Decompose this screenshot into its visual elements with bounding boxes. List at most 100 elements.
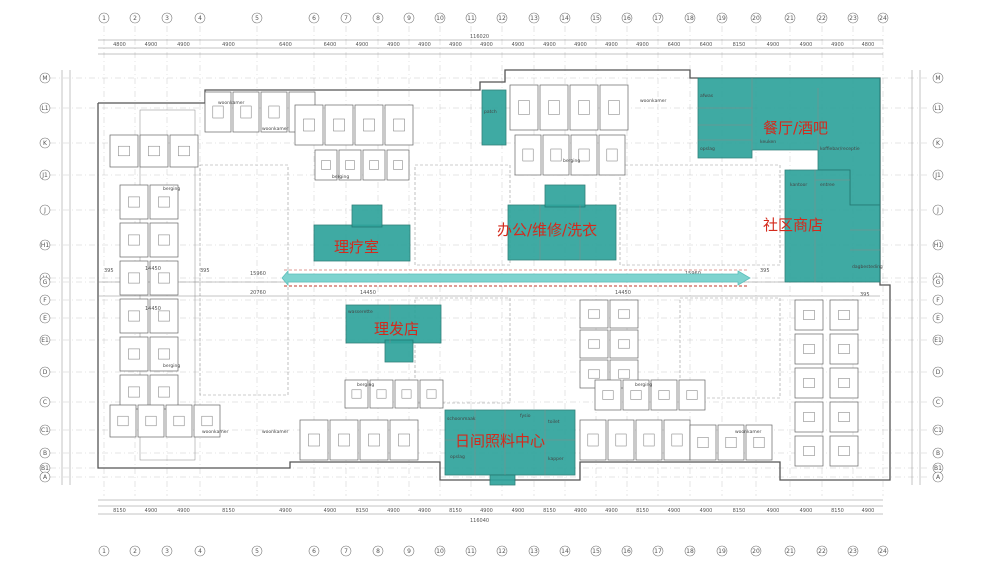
dim-top-bay: 8150 — [733, 42, 746, 48]
bath-fixture — [803, 412, 815, 422]
bath-fixture — [173, 415, 185, 427]
dim-top-bay: 4800 — [113, 42, 126, 48]
zone-barber — [345, 304, 442, 344]
dim-bottom-bay: 4900 — [324, 508, 337, 514]
room — [149, 298, 179, 334]
label-woonkamer-5: woonkamer — [262, 429, 288, 435]
grid-row-label: J — [936, 207, 939, 214]
grid-row-label: E1 — [934, 337, 942, 344]
dim-top-bay: 4900 — [605, 42, 618, 48]
bath-fixture — [426, 389, 437, 399]
grid-col-label: 17 — [654, 15, 662, 22]
bath-fixture — [240, 105, 252, 119]
corridor-dims: 15960 20760 15960 14450 14450 14450 1445… — [104, 266, 870, 312]
bath-fixture — [618, 339, 630, 349]
grid-col-label: 9 — [407, 15, 411, 22]
grid-row-label: H1 — [934, 242, 943, 249]
dim-bottom-bay: 8150 — [831, 508, 844, 514]
row-grid: MML1L1KKJ1J1JJH1H1HHGGFFEEE1E1DDCCC1C1BB… — [39, 72, 944, 483]
grid-col-label: 15 — [592, 548, 600, 555]
grid-col-label: 24 — [879, 548, 887, 555]
room — [514, 134, 542, 176]
label-berging-4: berging — [163, 363, 180, 369]
room — [717, 424, 745, 461]
bath-fixture — [321, 160, 331, 170]
bath-fixture — [117, 415, 129, 427]
label-office-laundry: 办公/维修/洗衣 — [497, 221, 597, 239]
room — [149, 222, 179, 258]
bath-fixture — [803, 310, 815, 320]
grid-row-label: M — [42, 75, 47, 82]
room — [829, 299, 859, 331]
grid-row-label: C — [43, 399, 47, 406]
grid-row-label: B1 — [934, 465, 942, 472]
room — [119, 184, 149, 220]
room — [598, 134, 626, 176]
label-kantoor: kantoor — [790, 182, 807, 188]
grid-col-label: 3 — [165, 15, 169, 22]
label-schoonmaak: schoonmaak — [447, 416, 476, 422]
dim-bottom-bay: 8150 — [113, 508, 126, 514]
dim-bottom-bay: 4900 — [145, 508, 158, 514]
room — [119, 298, 149, 334]
room — [570, 134, 598, 176]
dim-bottom-bay: 8150 — [356, 508, 369, 514]
grid-col-label: 16 — [623, 15, 631, 22]
bath-fixture — [686, 390, 698, 400]
grid-col-label: 6 — [312, 15, 316, 22]
bath-fixture — [606, 148, 618, 162]
room — [324, 104, 354, 146]
bath-fixture — [345, 160, 355, 170]
bath-fixture — [838, 310, 850, 320]
grid-row-label: H1 — [41, 242, 50, 249]
grid-col-label: 12 — [498, 548, 506, 555]
grid-row-label: C1 — [934, 427, 942, 434]
label-wasserette: wasserette — [348, 309, 373, 315]
bath-fixture — [303, 118, 315, 132]
grid-col-label: 20 — [752, 15, 760, 22]
room — [663, 419, 691, 461]
dim-bottom-bay: 4900 — [700, 508, 713, 514]
grid-row-label: C — [936, 399, 940, 406]
room — [609, 329, 639, 359]
room — [149, 260, 179, 296]
grid-col-label: 14 — [561, 15, 569, 22]
dim-corridor-9: 395 — [200, 268, 210, 274]
bath-fixture — [838, 378, 850, 388]
dim-corridor-2: 20760 — [250, 290, 266, 296]
dim-top-bay: 6400 — [279, 42, 292, 48]
grid-row-label: J1 — [41, 172, 48, 179]
dim-corridor-8: 395 — [104, 268, 114, 274]
grid-row-label: B — [936, 450, 940, 457]
bath-fixture — [548, 100, 560, 115]
room — [635, 419, 663, 461]
room — [149, 336, 179, 372]
zone-labels: 餐厅/酒吧 办公/维修/洗衣 理疗室 社区商店 理发店 日间照料中心 — [334, 119, 828, 450]
grid-col-label: 20 — [752, 548, 760, 555]
room — [542, 134, 570, 176]
dim-bottom-bay: 8150 — [636, 508, 649, 514]
label-woonkamer-2: woonkamer — [262, 126, 288, 132]
bath-fixture — [333, 118, 345, 132]
label-dagbesteding: dagbesteding — [852, 264, 883, 270]
label-barber: 理发店 — [374, 320, 419, 338]
bath-fixture — [401, 389, 412, 399]
grid-row-label: A — [43, 474, 48, 481]
label-woonkamer-6: woonkamer — [735, 429, 761, 435]
dim-top-bay: 6400 — [668, 42, 681, 48]
room — [419, 379, 444, 409]
bath-fixture — [615, 433, 627, 447]
zone-office-laundry — [507, 204, 617, 261]
grid-col-label: 3 — [165, 548, 169, 555]
grid-col-label: 6 — [312, 548, 316, 555]
small-labels: woonkamer woonkamer woonkamer woonkamer … — [163, 93, 883, 462]
room — [232, 91, 260, 133]
room — [260, 91, 288, 133]
bath-fixture — [578, 148, 590, 162]
dim-corridor-5: 14450 — [615, 290, 631, 296]
grid-col-label: 5 — [255, 15, 259, 22]
bath-fixture — [128, 348, 140, 360]
bath-fixture — [158, 196, 170, 208]
bath-fixture — [145, 415, 157, 427]
